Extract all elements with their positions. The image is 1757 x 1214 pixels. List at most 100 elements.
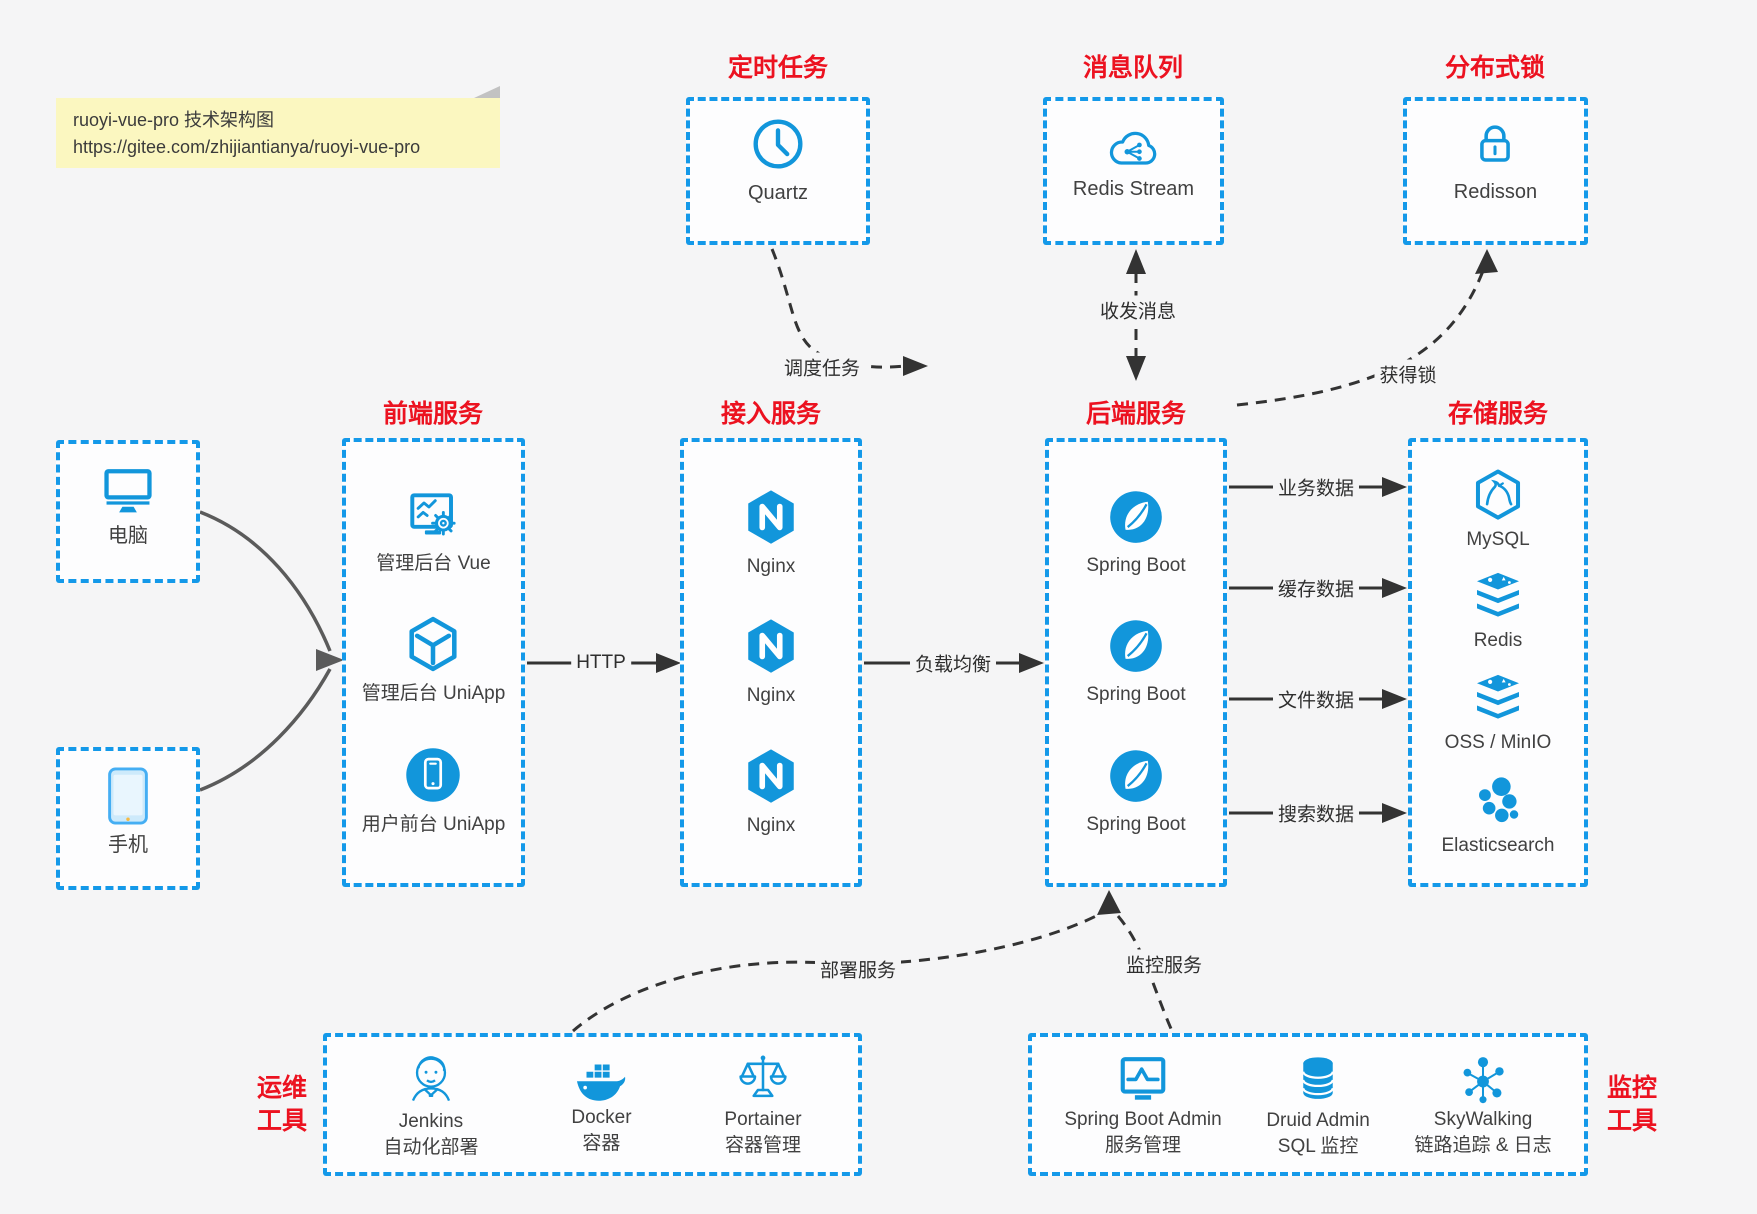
node-label: Quartz xyxy=(747,182,809,205)
edge-label-search-data: 搜索数据 xyxy=(1272,798,1360,828)
group-title-line: 运维 xyxy=(256,1074,308,1102)
docker-icon xyxy=(572,1054,630,1104)
uniapp-cube-icon xyxy=(404,615,462,673)
client-edges xyxy=(199,510,332,792)
group-title-line: 工具 xyxy=(256,1106,308,1135)
group-title-scheduled-tasks: 定时任务 xyxy=(727,54,829,82)
skywalking-icon xyxy=(1456,1052,1510,1106)
desktop-icon xyxy=(98,461,158,517)
edge-schedule xyxy=(770,248,907,369)
edge-label-load-balance: 负载均衡 xyxy=(909,648,997,678)
spring-boot-icon xyxy=(1108,748,1164,804)
spring-boot-admin-icon xyxy=(1114,1052,1172,1106)
box-redisson: Redisson xyxy=(1403,97,1588,245)
node-sublabel: 服务管理 xyxy=(1104,1134,1181,1156)
node-spring-boot-admin: Spring Boot Admin 服务管理 xyxy=(1064,1052,1222,1156)
node-redisson: Redisson xyxy=(1454,117,1537,204)
node-phone: 手机 xyxy=(106,766,150,857)
sticky-note: ruoyi-vue-pro 技术架构图 https://gitee.com/zh… xyxy=(56,86,500,168)
group-title-distributed-lock: 分布式锁 xyxy=(1444,54,1546,82)
cloud-stream-icon xyxy=(1105,121,1163,168)
nginx-icon xyxy=(743,617,799,675)
node-portainer: Portainer 容器管理 xyxy=(724,1052,802,1156)
column-title-gateway: 接入服务 xyxy=(720,400,822,428)
box-gateway-services: Nginx Nginx Nginx xyxy=(680,438,862,887)
box-quartz: Quartz xyxy=(686,97,870,245)
node-label: Docker xyxy=(571,1107,632,1129)
column-title-backend: 后端服务 xyxy=(1085,400,1187,428)
node-admin-vue: 管理后台 Vue xyxy=(376,489,491,575)
node-label: Spring Boot Admin xyxy=(1064,1109,1222,1131)
node-label: 管理后台 Vue xyxy=(376,552,491,574)
box-backend-services: Spring Boot Spring Boot Spring Boot xyxy=(1045,438,1227,887)
node-redis: Redis xyxy=(1470,570,1526,652)
edge-label-schedule: 调度任务 xyxy=(778,352,866,382)
node-sublabel: 链路追踪 & 日志 xyxy=(1414,1134,1552,1156)
node-oss-minio: OSS / MinIO xyxy=(1444,672,1552,754)
oss-minio-icon xyxy=(1470,672,1526,725)
redis-icon xyxy=(1470,570,1526,623)
node-label: 管理后台 UniApp xyxy=(361,683,506,705)
node-label: 手机 xyxy=(108,833,148,856)
node-label: Elasticsearch xyxy=(1441,835,1555,857)
node-nginx-2: Nginx xyxy=(743,617,799,707)
node-label: 用户前台 UniApp xyxy=(361,814,506,836)
box-storage-services: MySQL Redis xyxy=(1408,438,1588,887)
mobile-app-icon xyxy=(404,746,462,804)
node-label: MySQL xyxy=(1466,528,1530,550)
node-label: Redisson xyxy=(1453,181,1538,204)
edge-label-deploy: 部署服务 xyxy=(814,954,902,984)
admin-dashboard-icon xyxy=(404,489,462,543)
group-title-ops-tools: 运维 工具 xyxy=(257,1072,307,1137)
node-mysql: MySQL xyxy=(1466,468,1530,551)
node-label: OSS / MinIO xyxy=(1444,732,1552,754)
node-label: Portainer xyxy=(724,1109,802,1131)
lock-icon xyxy=(1468,117,1522,171)
box-frontend-services: 管理后台 Vue 管理后台 UniApp 用户前台 UniApp xyxy=(342,438,525,887)
smartphone-icon xyxy=(106,766,150,826)
group-title-line: 工具 xyxy=(1606,1106,1658,1135)
node-spring-boot-3: Spring Boot xyxy=(1086,748,1186,836)
column-title-frontend: 前端服务 xyxy=(382,400,484,428)
note-fold-corner xyxy=(474,86,500,98)
note-url: https://gitee.com/zhijiantianya/ruoyi-vu… xyxy=(73,137,421,157)
group-title-message-queue: 消息队列 xyxy=(1082,54,1184,82)
node-label: Redis xyxy=(1473,630,1523,652)
edge-label-cache-data: 缓存数据 xyxy=(1272,573,1360,603)
mysql-icon xyxy=(1470,468,1526,522)
clock-icon xyxy=(750,116,806,172)
node-jenkins: Jenkins 自动化部署 xyxy=(383,1050,478,1158)
node-label: Spring Boot xyxy=(1086,555,1186,577)
node-desktop: 电脑 xyxy=(98,461,158,548)
box-ops-tools: Jenkins 自动化部署 Docker 容器 xyxy=(323,1033,862,1176)
portainer-icon xyxy=(736,1052,790,1106)
column-title-storage: 存储服务 xyxy=(1447,400,1549,428)
node-label: Spring Boot xyxy=(1086,813,1186,835)
node-docker: Docker 容器 xyxy=(571,1054,632,1154)
group-title-monitor-tools: 监控 工具 xyxy=(1607,1072,1657,1137)
node-label: SkyWalking xyxy=(1433,1109,1533,1131)
edge-desktop-frontend xyxy=(199,510,332,652)
node-spring-boot-1: Spring Boot xyxy=(1086,489,1186,577)
node-elasticsearch: Elasticsearch xyxy=(1442,774,1555,857)
edge-label-messages: 收发消息 xyxy=(1094,295,1182,325)
node-spring-boot-2: Spring Boot xyxy=(1086,618,1186,706)
edge-label-business-data: 业务数据 xyxy=(1272,472,1360,502)
node-druid-admin: Druid Admin SQL 监控 xyxy=(1266,1051,1370,1157)
box-monitor-tools: Spring Boot Admin 服务管理 Druid Admin SQL 监… xyxy=(1028,1033,1588,1176)
node-admin-uniapp: 管理后台 UniApp xyxy=(361,615,506,705)
node-label: Nginx xyxy=(746,555,796,577)
nginx-icon xyxy=(743,488,799,546)
edge-label-monitor: 监控服务 xyxy=(1120,949,1208,979)
node-label: Jenkins xyxy=(398,1111,464,1133)
node-label: Redis Stream xyxy=(1072,177,1195,200)
node-label: Nginx xyxy=(746,685,796,707)
edge-label-file-data: 文件数据 xyxy=(1272,684,1360,714)
nginx-icon xyxy=(743,747,799,805)
note-title: ruoyi-vue-pro 技术架构图 xyxy=(73,110,275,130)
node-label: Druid Admin xyxy=(1266,1110,1370,1132)
node-label: 电脑 xyxy=(108,524,148,547)
jenkins-icon xyxy=(404,1050,458,1108)
client-arrowhead xyxy=(316,649,344,671)
